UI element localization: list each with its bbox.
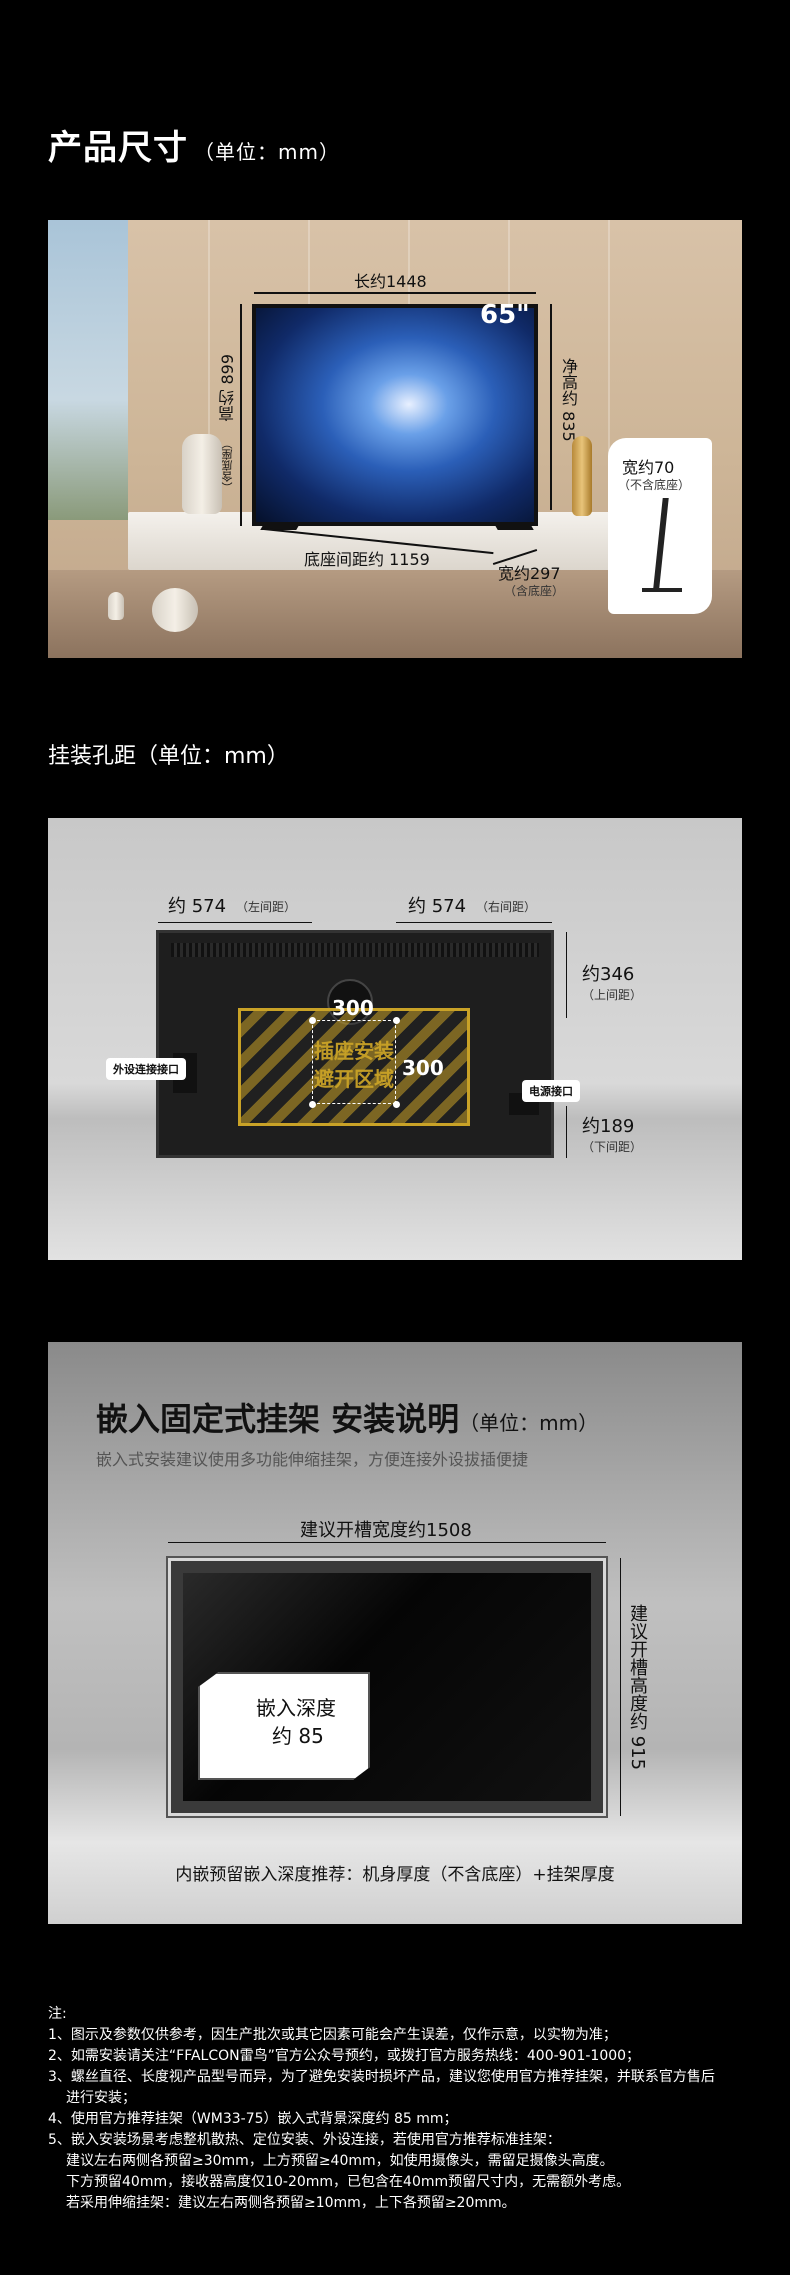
- vase-decor: [182, 434, 222, 514]
- window-view: [48, 220, 128, 520]
- embedded-title-text: 嵌入固定式挂架 安装说明: [96, 1400, 460, 1438]
- note-item: 若采用伸缩挂架：建议左右两侧各预留≥10mm，上下各预留≥20mm。: [66, 2195, 516, 2211]
- notes-block: 注: 1、图示及参数仅供参考，因生产批次或其它因素可能会产生误差，仅作示意，以实…: [48, 2004, 748, 2214]
- bottom-gap-note: （下间距）: [582, 1140, 643, 1154]
- embedded-footer-note: 内嵌预留嵌入深度推荐：机身厚度（不含底座）+挂架厚度: [175, 1865, 615, 1885]
- small-vase-decor: [108, 592, 124, 620]
- mount-hole: [393, 1101, 400, 1108]
- size-title-text: 产品尺寸: [48, 128, 188, 168]
- hole-spacing-horizontal: 300: [332, 996, 374, 1020]
- slot-height-line: [620, 1558, 621, 1816]
- note-item: 5、嵌入安装场景考虑整机散热、定位安装、外设连接，若使用官方推荐标准挂架：: [48, 2132, 561, 2148]
- slot-width-line: [168, 1542, 606, 1543]
- embedded-subtitle: 嵌入式安装建议使用多功能伸缩挂架，方便连接外设拔插便捷: [96, 1450, 529, 1469]
- note-item: 下方预留40mm，接收器高度仅10-20mm，已包含在40mm预留尺寸内，无需额…: [66, 2174, 631, 2190]
- top-gap-note: （上间距）: [582, 988, 643, 1002]
- tv-back-illustration: 插座安装 避开区域 300 300 约 574 （左间距） 约 574 （右间距…: [48, 818, 742, 1260]
- size-title-unit: （单位：mm）: [194, 140, 340, 164]
- side-profile-card: 宽约70 （不含底座）: [608, 438, 712, 614]
- wall-panel-line: [208, 220, 210, 510]
- embedded-title-unit: （单位：mm）: [459, 1411, 599, 1435]
- slot-width-label: 建议开槽宽度约1508: [300, 1520, 472, 1541]
- hole-spacing-vertical: 300: [402, 1056, 444, 1080]
- left-gap-note: （左间距）: [236, 900, 297, 914]
- zone-text-line1: 插座安装: [314, 1039, 394, 1063]
- mount-hole: [309, 1017, 316, 1024]
- tv-side-profile: [653, 498, 669, 588]
- width-nobase-label: 宽约70: [622, 458, 675, 477]
- depth-label-line2: 约 85: [272, 1724, 324, 1748]
- power-port-tag: 电源接口: [522, 1080, 580, 1102]
- gold-vase-decor: [572, 436, 592, 516]
- note-item: 2、如需安装请关注“FFALCON雷鸟”官方公众号预约，或拨打官方服务热线：40…: [48, 2048, 641, 2064]
- net-height-dimension-line: [550, 304, 552, 510]
- tv-room-illustration: 65" 长约1448 高约 899 （含底座） 净高约 835 底座间距约 11…: [48, 220, 742, 658]
- width-base-note: （含底座）: [504, 584, 565, 598]
- right-gap-note: （右间距）: [476, 900, 537, 914]
- height-dimension-line: [240, 304, 242, 526]
- net-height-label: 净高约 835: [559, 358, 578, 442]
- size-section-title: 产品尺寸（单位：mm）: [48, 120, 340, 169]
- socket-avoid-zone: 插座安装 避开区域: [238, 1008, 470, 1126]
- note-item: 建议左右两侧各预留≥30mm，上方预留≥40mm，如使用摄像头，需留足摄像头高度…: [66, 2153, 614, 2169]
- top-gap-label: 约346: [582, 964, 635, 985]
- zone-text-line2: 避开区域: [314, 1067, 394, 1091]
- embed-depth-callout: 嵌入深度 约 85: [198, 1672, 370, 1780]
- tv-screen-artwork: [256, 308, 534, 522]
- bowl-decor: [152, 588, 198, 632]
- length-label: 长约1448: [354, 272, 427, 291]
- width-base-label: 宽约297: [498, 564, 561, 583]
- wall-panel-line: [608, 220, 610, 510]
- note-item: 1、图示及参数仅供参考，因生产批次或其它因素可能会产生误差，仅作示意，以实物为准…: [48, 2027, 617, 2043]
- tv-side-foot: [642, 588, 682, 592]
- peripheral-port-tag: 外设连接接口: [106, 1058, 186, 1080]
- note-item: 进行安装；: [66, 2090, 136, 2106]
- bottom-gap-line: [566, 1106, 567, 1158]
- right-gap-line: [396, 922, 552, 923]
- embedded-mount-panel: 嵌入固定式挂架 安装说明（单位：mm） 嵌入式安装建议使用多功能伸缩挂架，方便连…: [48, 1342, 742, 1924]
- mount-hole: [309, 1101, 316, 1108]
- note-item: 4、使用官方推荐挂架（WM33-75）嵌入式背景深度约 85 mm；: [48, 2111, 458, 2127]
- width-nobase-note: （不含底座）: [618, 478, 691, 492]
- top-gap-line: [566, 932, 567, 1018]
- left-gap-label: 约 574: [168, 896, 227, 917]
- embedded-mount-title: 嵌入固定式挂架 安装说明（单位：mm）: [96, 1394, 598, 1440]
- base-distance-label: 底座间距约 1159: [304, 550, 430, 569]
- note-item: 3、螺丝直径、长度视产品型号而异，为了避免安装时损坏产品，建议您使用官方推荐挂架…: [48, 2069, 715, 2085]
- right-gap-label: 约 574: [408, 896, 467, 917]
- slot-height-label: 建议开槽高度约 915: [627, 1604, 648, 1771]
- mount-section-title: 挂装孔距（单位：mm）: [48, 744, 289, 769]
- mount-hole: [393, 1017, 400, 1024]
- length-dimension-line: [254, 292, 536, 294]
- notes-heading: 注:: [48, 2006, 67, 2022]
- left-gap-line: [158, 922, 312, 923]
- size-badge: 65": [480, 300, 530, 330]
- depth-label-line1: 嵌入深度: [256, 1696, 336, 1720]
- height-label: 高约 899: [218, 354, 237, 422]
- vent-grille: [171, 943, 539, 957]
- bottom-gap-label: 约189: [582, 1116, 635, 1137]
- tv-front: [252, 304, 538, 526]
- height-note: （含底座）: [221, 438, 234, 493]
- vesa-hole-pattern: [312, 1020, 396, 1104]
